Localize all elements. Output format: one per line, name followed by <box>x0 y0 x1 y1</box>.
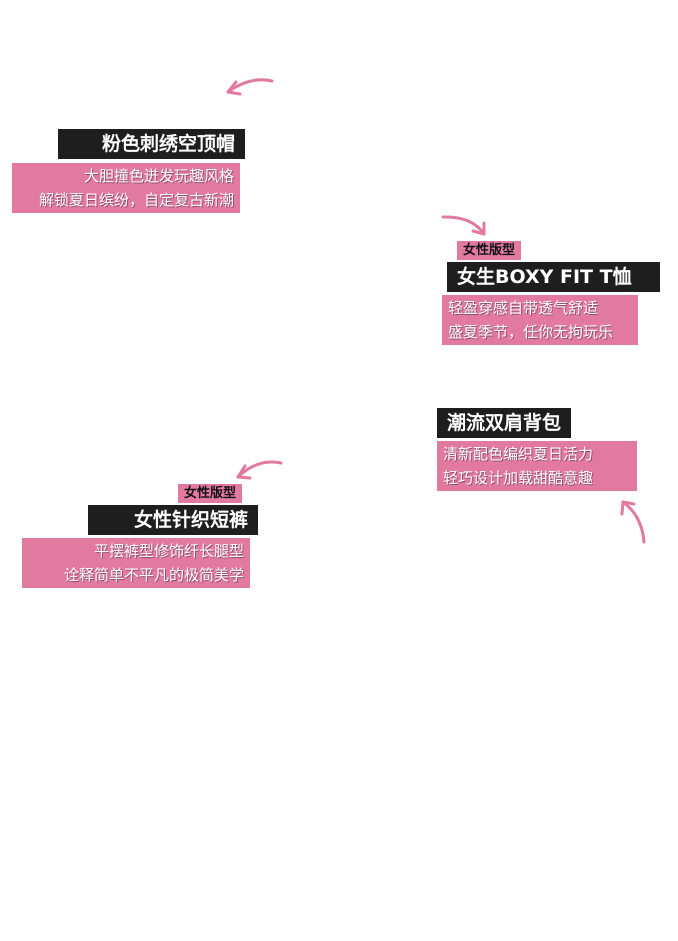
tshirt-title: 女生BOXY FIT T恤 <box>447 262 660 292</box>
shorts-title: 女性针织短裤 <box>88 505 258 535</box>
shorts-description: 平摆裤型修饰纤长腿型 诠释简单不平凡的极简美学 <box>22 538 250 588</box>
backpack-line-1: 清新配色编织夏日活力 <box>443 445 594 463</box>
shorts-line-1: 平摆裤型修饰纤长腿型 <box>93 542 244 560</box>
arrow-icon <box>441 215 486 236</box>
backpack-line-2: 轻巧设计加载甜酷意趣 <box>443 469 594 487</box>
hat-description: 大胆撞色迸发玩趣风格 解锁夏日缤纷，自定复古新潮 <box>12 163 240 213</box>
shorts-tag: 女性版型 <box>177 484 242 503</box>
hat-title: 粉色刺绣空顶帽 <box>58 129 245 159</box>
hat-line-1: 大胆撞色迸发玩趣风格 <box>83 167 234 185</box>
tshirt-line-1: 轻盈穿感自带透气舒适 <box>448 299 599 317</box>
arrow-icon <box>226 78 274 96</box>
backpack-description: 清新配色编织夏日活力 轻巧设计加载甜酷意趣 <box>437 441 637 491</box>
shorts-line-2: 诠释简单不平凡的极简美学 <box>63 566 244 584</box>
arrow-icon <box>620 500 646 544</box>
tshirt-line-2: 盛夏季节，任你无拘玩乐 <box>448 323 614 341</box>
tshirt-description: 轻盈穿感自带透气舒适 盛夏季节，任你无拘玩乐 <box>442 295 638 345</box>
hat-line-2: 解锁夏日缤纷，自定复古新潮 <box>38 191 234 209</box>
backpack-title: 潮流双肩背包 <box>437 408 572 438</box>
arrow-icon <box>236 460 283 480</box>
tshirt-tag: 女性版型 <box>457 241 522 260</box>
